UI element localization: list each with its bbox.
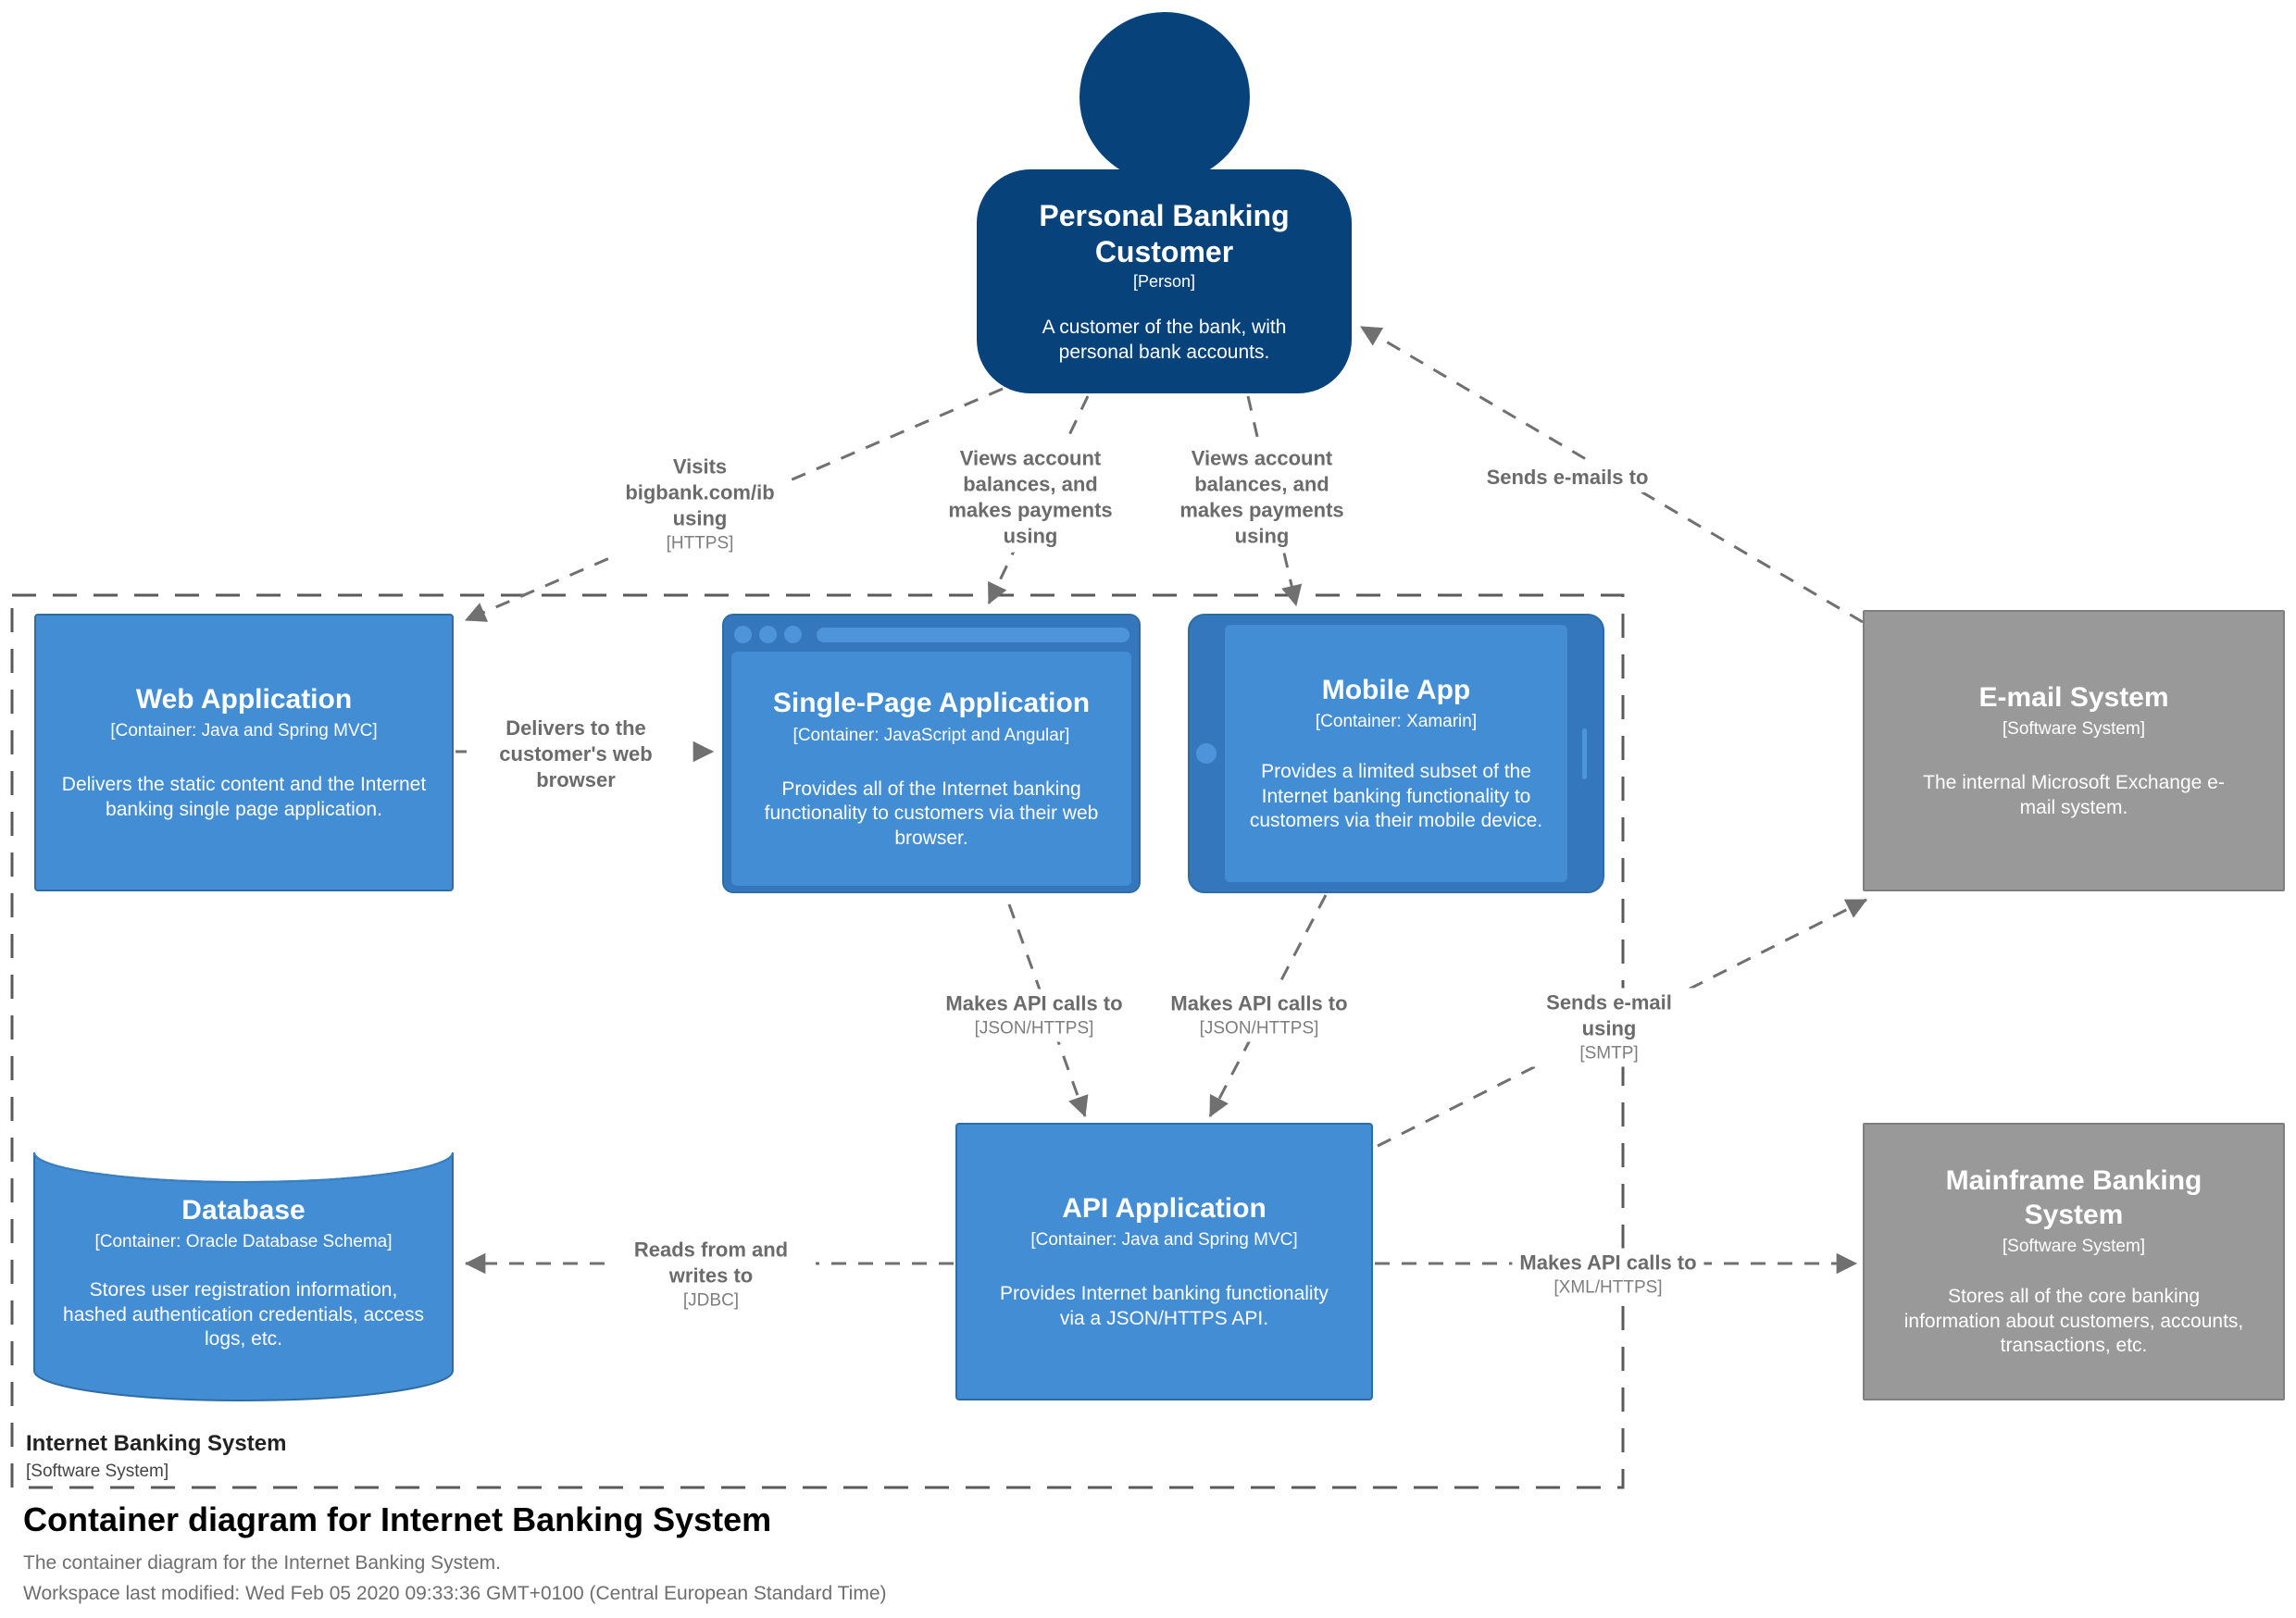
- node-description: Stores all of the core banking informati…: [1903, 1286, 2244, 1357]
- browser-address-bar: [817, 628, 1129, 642]
- database-cylinder-rim: [33, 1151, 454, 1183]
- personal-banking-customer-node[interactable]: Personal Banking Customer [Person] A cus…: [977, 169, 1352, 393]
- node-description: Provides Internet banking functionality …: [1000, 1283, 1329, 1329]
- tablet-screen-panel: Mobile App [Container: Xamarin] Provides…: [1225, 625, 1567, 882]
- rel-sends-emails-line: [1360, 325, 1864, 624]
- node-description: The internal Microsoft Exchange e-mail s…: [1923, 772, 2225, 818]
- web-application-node[interactable]: Web Application [Container: Java and Spr…: [34, 614, 454, 891]
- node-description: A customer of the bank, with personal ba…: [1042, 317, 1287, 363]
- single-page-application-node[interactable]: Single-Page Application [Container: Java…: [722, 614, 1141, 893]
- node-description: Provides a limited subset of the Interne…: [1249, 761, 1543, 832]
- browser-dot-icon: [734, 626, 752, 643]
- node-description: Stores user registration information, ha…: [63, 1279, 424, 1350]
- boundary-type: [Software System]: [26, 1461, 169, 1481]
- rel-smtp-label[interactable]: Sends e-mail using [SMTP]: [1523, 988, 1695, 1067]
- browser-dot-icon: [784, 626, 802, 643]
- tablet-speaker-icon: [1582, 728, 1587, 779]
- diagram-workspace-modified: Workspace last modified: Wed Feb 05 2020…: [23, 1583, 887, 1605]
- node-type: [Container: JavaScript and Angular]: [792, 725, 1070, 745]
- node-type: [Software System]: [2002, 1237, 2146, 1257]
- node-title: API Application: [1062, 1192, 1267, 1224]
- diagram-footer: Container diagram for Internet Banking S…: [23, 1500, 887, 1607]
- node-type: [Container: Java and Spring MVC]: [1030, 1230, 1298, 1251]
- boundary-label: Internet Banking System [Software System…: [26, 1431, 286, 1482]
- api-application-node[interactable]: API Application [Container: Java and Spr…: [955, 1123, 1373, 1400]
- rel-jdbc-label[interactable]: Reads from and writes to [JDBC]: [606, 1235, 816, 1314]
- node-title: Single-Page Application: [772, 688, 1091, 719]
- browser-dot-icon: [759, 626, 777, 643]
- rel-views-mobile-label[interactable]: Views account balances, and makes paymen…: [1168, 443, 1355, 553]
- node-title: Web Application: [135, 683, 353, 715]
- mobile-app-node[interactable]: Mobile App [Container: Xamarin] Provides…: [1188, 614, 1604, 893]
- rel-visits-label[interactable]: Visits bigbank.com/ib using [HTTPS]: [609, 452, 791, 557]
- rel-xml-https-label[interactable]: Makes API calls to [XML/HTTPS]: [1512, 1248, 1704, 1301]
- rel-sends-emails-label[interactable]: Sends e-mails to: [1479, 462, 1656, 493]
- rel-api-calls-spa-label[interactable]: Makes API calls to [JSON/HTTPS]: [938, 989, 1130, 1042]
- node-type: [Software System]: [2002, 719, 2146, 740]
- node-type: [Container: Xamarin]: [1315, 712, 1478, 732]
- node-description: Delivers the static content and the Inte…: [61, 774, 427, 820]
- node-type: [Container: Oracle Database Schema]: [94, 1232, 393, 1252]
- node-title: E-mail System: [1978, 681, 2169, 713]
- database-node[interactable]: Database [Container: Oracle Database Sch…: [34, 1162, 453, 1384]
- diagram-title: Container diagram for Internet Banking S…: [23, 1500, 772, 1538]
- rel-views-spa-label[interactable]: Views account balances, and makes paymen…: [937, 443, 1124, 553]
- mainframe-banking-system-node[interactable]: Mainframe Banking System [Software Syste…: [1863, 1123, 2285, 1400]
- email-system-node[interactable]: E-mail System [Software System] The inte…: [1863, 610, 2285, 891]
- node-title: Mainframe Banking System: [1945, 1165, 2202, 1230]
- node-type: [Container: Java and Spring MVC]: [110, 721, 378, 741]
- boundary-name: Internet Banking System: [26, 1431, 287, 1456]
- node-title: Personal Banking Customer: [1039, 199, 1290, 269]
- rel-views-mobile-line: [1246, 395, 1303, 607]
- browser-content-panel: Single-Page Application [Container: Java…: [731, 652, 1131, 886]
- rel-api-calls-mobile-line: [1208, 894, 1328, 1117]
- diagram-subtitle: The container diagram for the Internet B…: [23, 1552, 501, 1574]
- node-title: Database: [181, 1194, 306, 1226]
- node-type: [Person]: [1132, 272, 1196, 292]
- rel-delivers-label[interactable]: Delivers to the customer's web browser: [467, 713, 685, 796]
- rel-visits-line: [464, 387, 1004, 622]
- node-title: Mobile App: [1321, 674, 1471, 705]
- rel-api-calls-mobile-label[interactable]: Makes API calls to [JSON/HTTPS]: [1163, 989, 1355, 1042]
- tablet-home-button-icon: [1196, 743, 1217, 764]
- person-head-icon: [1079, 12, 1250, 182]
- node-description: Provides all of the Internet banking fun…: [764, 778, 1099, 849]
